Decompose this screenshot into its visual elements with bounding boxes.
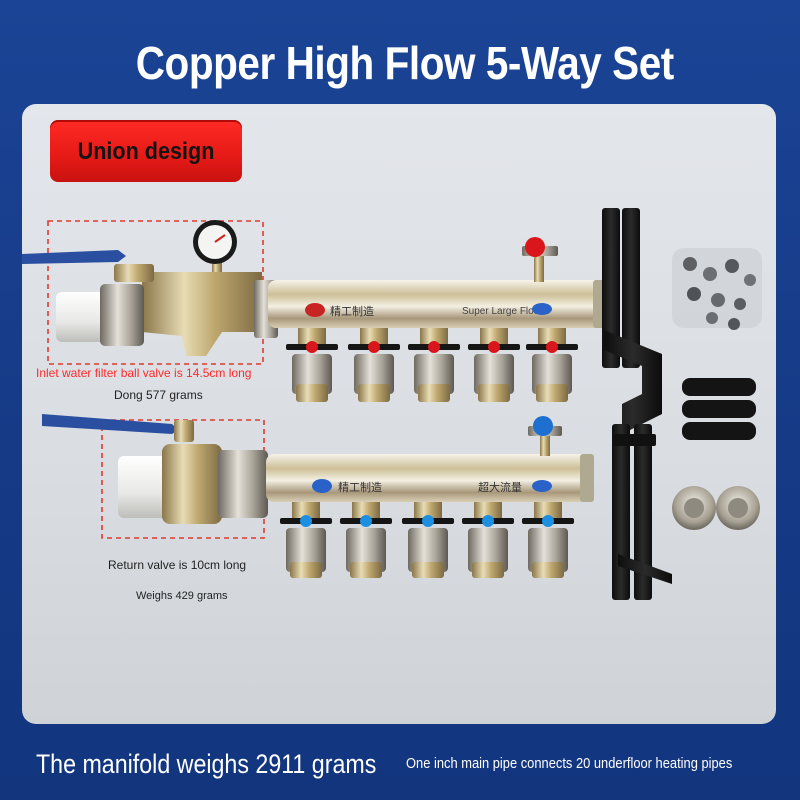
product-photo-panel: 精工制造 Super Large Flow [22, 104, 776, 724]
return-union [118, 456, 168, 518]
inlet-handle [22, 250, 126, 264]
inlet-weight-caption: Dong 577 grams [114, 388, 203, 402]
inlet-length-caption: Inlet water filter ball valve is 14.5cm … [36, 366, 252, 380]
bottom-manifold-bar [266, 454, 588, 502]
bottom-vent-blue-cap [533, 416, 553, 436]
rubber-clips [682, 378, 756, 440]
main-pipe-text: One inch main pipe connects 20 underfloo… [406, 755, 733, 772]
bottom-brand-flow: 超大流量 [478, 480, 522, 494]
return-handle [42, 414, 178, 434]
return-weight-caption: Weighs 429 grams [136, 590, 228, 602]
bottom-ports [280, 502, 574, 578]
top-brand-cn: 精工制造 [330, 304, 374, 318]
filter-body [142, 272, 262, 356]
top-ports [286, 328, 578, 402]
return-length-caption: Return valve is 10cm long [108, 558, 247, 572]
bottom-brand-cn: 精工制造 [338, 480, 382, 494]
manifold-weight-text: The manifold weighs 2911 grams [36, 749, 377, 779]
union-design-label: Union design [77, 138, 215, 165]
inlet-union [56, 292, 106, 342]
top-manifold-bar [268, 280, 602, 328]
top-vent-red-cap [525, 237, 545, 257]
top-brand-en: Super Large Flow [462, 306, 542, 317]
end-caps [672, 486, 760, 530]
mounting-brackets [602, 208, 672, 600]
union-design-badge: Union design [50, 120, 242, 182]
manifold-illustration: 精工制造 Super Large Flow [22, 208, 762, 600]
page-title: Copper High Flow 5-Way Set [135, 37, 675, 89]
screws-pile [672, 248, 762, 330]
